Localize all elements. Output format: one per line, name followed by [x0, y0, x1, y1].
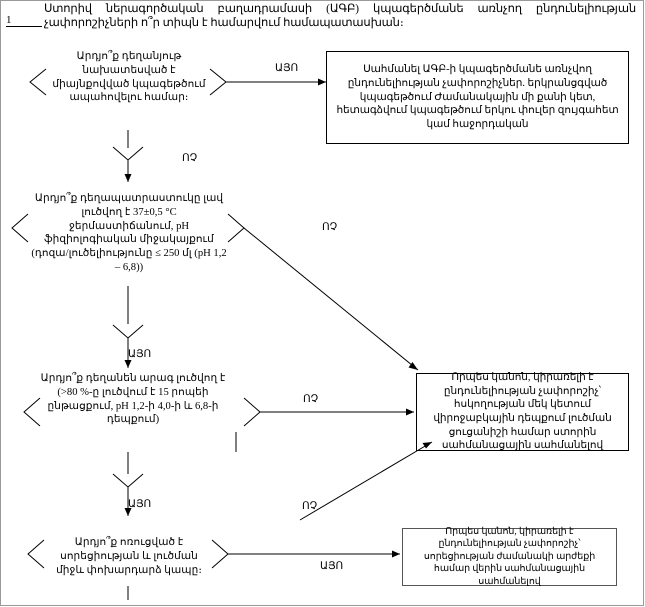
header-note: Ստորիվ ներագործական բաղադրամասի (ԱԳԲ) կպ…	[44, 3, 636, 30]
header-index: 1	[6, 14, 12, 26]
edge-label-d2-no: ՈՉ	[322, 222, 338, 233]
edge-label-d4-yes: ԱՅՈ	[320, 561, 344, 572]
edge-label-d4-no: ՈՉ	[302, 501, 318, 512]
edge-label-d3-no: ՈՉ	[303, 394, 319, 405]
outcome-box-1: Սահմանել ԱԳԲ-ի կպագերծմանե առնչվող ընդու…	[326, 51, 629, 144]
header-rule	[6, 26, 42, 27]
outcome-box-3: Որպես կանոն, կիրառելի է ընդունելիության …	[402, 527, 617, 587]
decision-3-text: Արդյո՞ք դեղանեն արագ լուծվող է (>80 %-ը …	[40, 373, 226, 426]
decision-2-text: Արդյո՞ք դեղապատրաստուկը լավ լուծվող է 37…	[31, 193, 227, 273]
decision-1-text: Արդյո՞ք դեղանյութ նախատեսված է միայնքովվ…	[52, 51, 206, 104]
edge-label-d3-yes: ԱՅՈ	[128, 499, 152, 510]
edge-label-d1-yes: ԱՅՈ	[275, 63, 299, 74]
edge-label-d2-yes: ԱՅՈ	[128, 349, 152, 360]
decision-4-text: Արդյո՞ք ոռուցված է սորեցիության և լուծմա…	[56, 537, 202, 576]
edge-label-d1-no: ՈՉ	[182, 153, 198, 164]
outcome-box-2: Որպես կանոն, կիրառելի է ընդունելիության …	[416, 372, 629, 451]
